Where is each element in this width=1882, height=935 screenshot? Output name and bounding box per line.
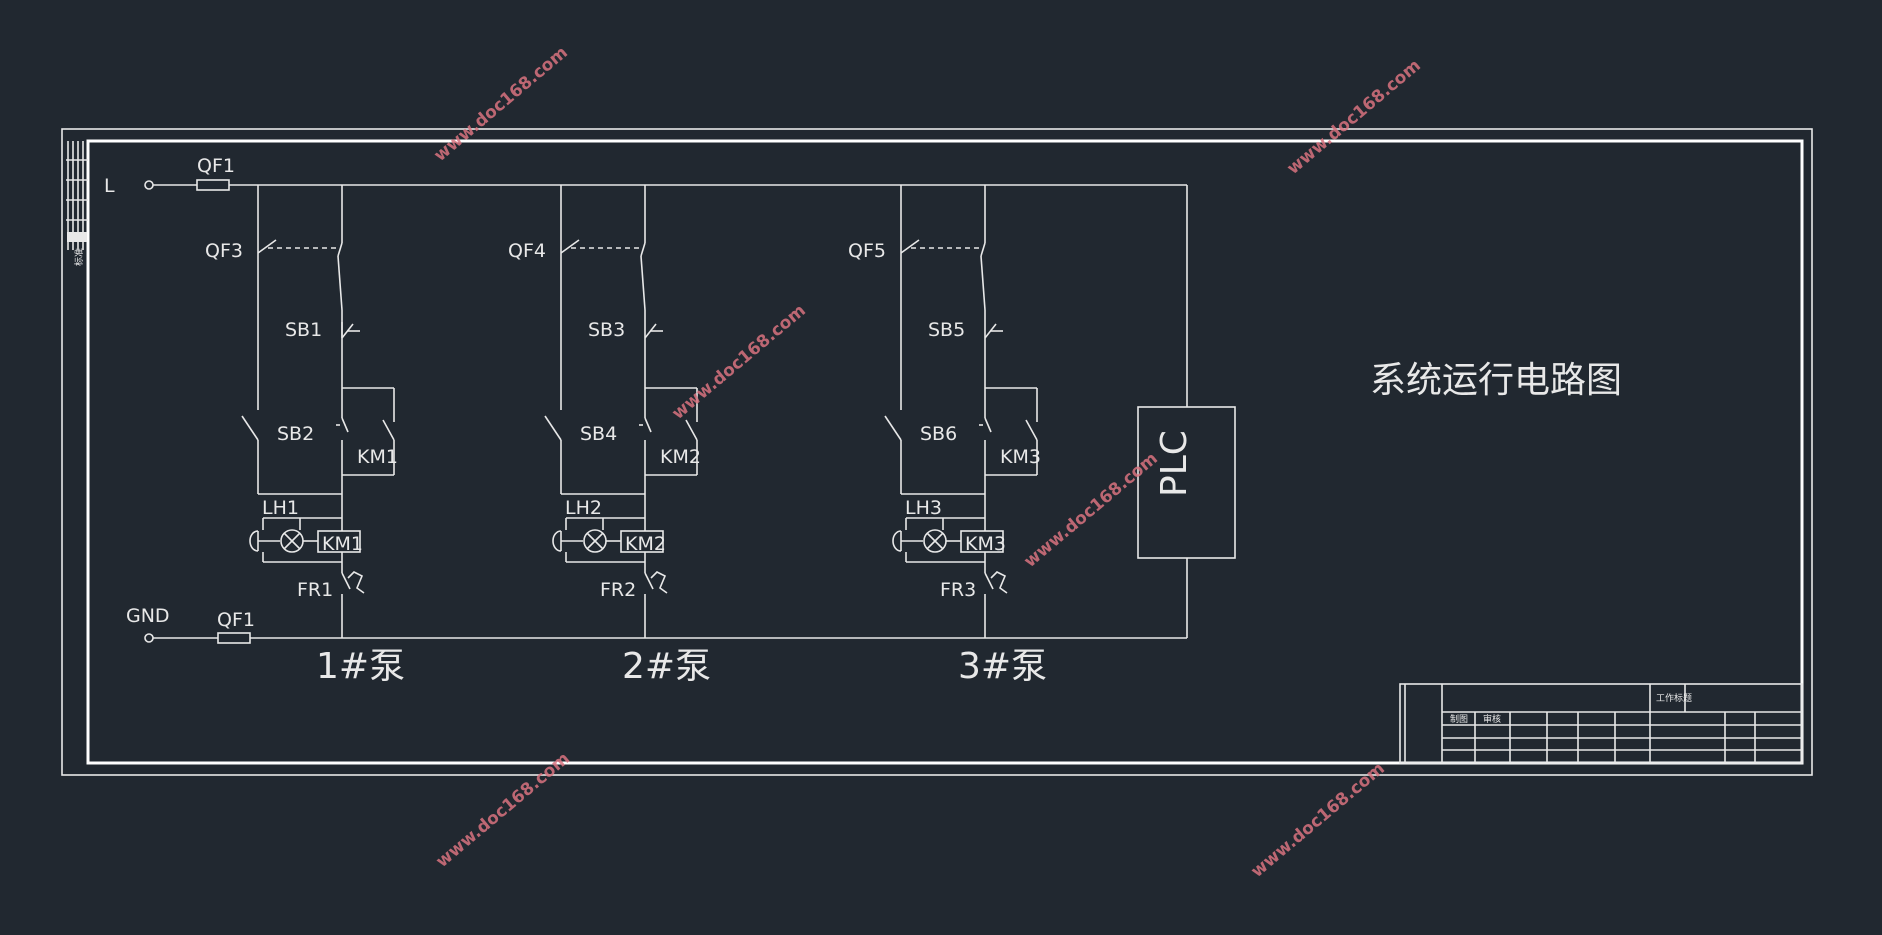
lh-label-1: LH1 — [262, 497, 299, 519]
pump-label-1: 1#泵 — [316, 646, 405, 687]
qf-label-2: QF4 — [508, 240, 546, 262]
branch-2 — [544, 185, 698, 638]
watermark-5: www.doc168.com — [432, 749, 573, 872]
diagram-title: 系统运行电路图 — [1370, 360, 1622, 401]
sb-stop-label-2: SB3 — [588, 319, 625, 341]
branch-3 — [884, 185, 1038, 638]
qf-label-3: QF5 — [848, 240, 886, 262]
fuse-bottom — [217, 632, 251, 644]
km-contact-label-1: KM1 — [357, 446, 398, 468]
pump-label-2: 2#泵 — [622, 646, 711, 687]
line-label: L — [104, 175, 115, 197]
km-coil-label-2: KM2 — [625, 533, 666, 555]
fr-label-2: FR2 — [600, 579, 636, 601]
gnd-label: GND — [126, 605, 170, 627]
title-block: 工作标题 制图 审核 — [1399, 683, 1803, 764]
lh-label-2: LH2 — [565, 497, 602, 519]
km-coil-label-3: KM3 — [965, 533, 1006, 555]
plc-label: PLC — [1154, 430, 1195, 497]
outer-frame — [61, 128, 1813, 776]
watermark-4: www.doc168.com — [1020, 449, 1161, 572]
title-block-label: 工作标题 — [1656, 692, 1692, 704]
sb-stop-label-3: SB5 — [928, 319, 965, 341]
pump-label-3: 3#泵 — [958, 646, 1047, 687]
breaker-bottom-label: QF1 — [217, 609, 255, 631]
watermark-2: www.doc168.com — [1283, 56, 1424, 179]
fr-label-1: FR1 — [297, 579, 333, 601]
supply-rails — [144, 179, 1188, 644]
qf-label-1: QF3 — [205, 240, 243, 262]
inner-frame — [86, 139, 1804, 765]
branch-1 — [241, 185, 395, 638]
fr-label-3: FR3 — [940, 579, 976, 601]
sb-start-label-1: SB2 — [277, 423, 314, 445]
sb-start-label-2: SB4 — [580, 423, 617, 445]
watermark-6: www.doc168.com — [1247, 759, 1388, 882]
title-block-col1: 制图 — [1450, 713, 1468, 725]
side-strip-label: 标准 — [73, 248, 85, 266]
sb-start-label-3: SB6 — [920, 423, 957, 445]
km-contact-label-3: KM3 — [1000, 446, 1041, 468]
breaker-top-label: QF1 — [197, 155, 235, 177]
side-strip: 标准 — [66, 141, 88, 266]
plc-box — [1137, 406, 1236, 559]
km-contact-label-2: KM2 — [660, 446, 701, 468]
km-coil-label-1: KM1 — [322, 533, 363, 555]
watermark-3: www.doc168.com — [668, 301, 809, 424]
title-block-col2: 审核 — [1483, 713, 1501, 725]
sb-stop-label-1: SB1 — [285, 319, 322, 341]
watermark-1: www.doc168.com — [430, 43, 571, 166]
lh-label-3: LH3 — [905, 497, 942, 519]
fuse-top — [196, 179, 230, 191]
